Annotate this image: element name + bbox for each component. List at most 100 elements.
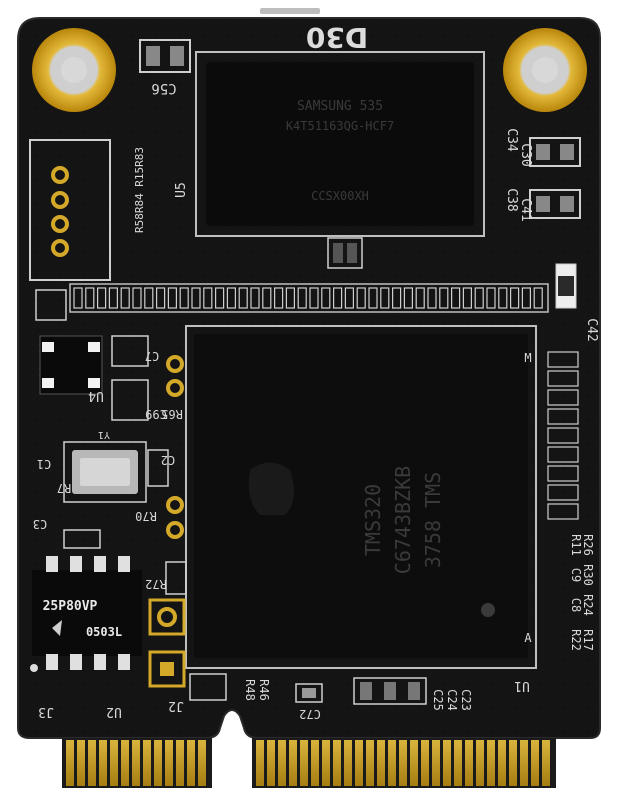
- dram-mark-1: SAMSUNG 535: [297, 99, 383, 114]
- gold-finger: [198, 740, 206, 786]
- resistor-array-outline: [69, 283, 549, 313]
- label-c8: C8: [569, 598, 583, 612]
- label-c25: C25: [431, 689, 445, 711]
- label-c42: C42: [584, 318, 599, 341]
- dram-mark-3: CCSX00XH: [311, 189, 369, 203]
- label-c30: C30: [518, 143, 533, 166]
- label-r22: R22: [569, 629, 583, 651]
- resistor-pad: [380, 287, 390, 309]
- label-c23: C23: [459, 689, 473, 711]
- resistor-pad: [498, 287, 508, 309]
- gold-finger: [88, 740, 96, 786]
- label-r24: R24: [581, 594, 595, 616]
- resistor-pad: [132, 287, 142, 309]
- resistor-pad: [356, 287, 366, 309]
- label-c7: C7: [145, 349, 159, 363]
- gold-finger: [333, 740, 341, 786]
- resistor-pad: [510, 287, 520, 309]
- resistor-pad: [547, 351, 579, 368]
- resistor-pad: [144, 287, 154, 309]
- gold-finger: [498, 740, 506, 786]
- flash-mark-2: 0503L: [86, 625, 122, 639]
- gold-finger: [443, 740, 451, 786]
- resistor-pad: [547, 427, 579, 444]
- resistor-pad: [547, 446, 579, 463]
- resistor-pad: [547, 484, 579, 501]
- resistor-pad: [486, 287, 496, 309]
- label-r26: R26: [581, 534, 595, 556]
- resistor-pad: [462, 287, 472, 309]
- cap-c42: [555, 263, 577, 309]
- gold-finger: [110, 740, 118, 786]
- mounting-hole-right: [503, 28, 587, 112]
- gold-finger: [256, 740, 264, 786]
- label-c99: C99: [145, 407, 167, 421]
- programming-header: [29, 139, 111, 281]
- controller-mark-3: 3758 TMS: [421, 472, 445, 568]
- label-r17: R17: [581, 629, 595, 651]
- label-r70: R70: [135, 509, 157, 523]
- resistor-pad: [120, 287, 130, 309]
- resistor-pad: [179, 287, 189, 309]
- label-c1: C1: [37, 457, 51, 471]
- resistor-pad: [73, 287, 83, 309]
- label-r65: R65: [161, 407, 183, 421]
- label-r11: R11: [569, 534, 583, 556]
- label-corner-m: M: [524, 351, 531, 365]
- label-r-group: R58R84 R15R83: [133, 147, 146, 233]
- regulator-u4: [35, 289, 103, 395]
- resistor-pad: [427, 287, 437, 309]
- resistor-pad: [309, 287, 319, 309]
- gold-finger: [143, 740, 151, 786]
- label-u2: U2: [106, 704, 122, 719]
- resistor-pad: [262, 287, 272, 309]
- resistor-pad: [96, 287, 107, 309]
- gold-finger: [355, 740, 363, 786]
- gold-finger: [322, 740, 330, 786]
- gold-finger: [366, 740, 374, 786]
- resistor-pad: [203, 287, 213, 309]
- resistor-pad: [333, 287, 343, 309]
- label-r46: R46: [257, 679, 271, 701]
- controller-mark-2: C6743BZKB: [391, 466, 415, 574]
- caps-right-upper: [529, 137, 581, 219]
- gold-finger: [300, 740, 308, 786]
- label-c38: C38: [504, 188, 519, 211]
- label-c3: C3: [33, 517, 47, 531]
- resistor-pad: [215, 287, 225, 309]
- gold-finger: [289, 740, 297, 786]
- gold-finger: [377, 740, 385, 786]
- gold-finger: [132, 740, 140, 786]
- label-u5: U5: [174, 182, 189, 198]
- label-c41: C41: [518, 198, 533, 221]
- resistor-pad: [167, 287, 177, 309]
- label-j2: J2: [168, 698, 184, 713]
- resistor-pad: [547, 370, 579, 387]
- dsp-controller-chip: TMS320 C6743BZKB 3758 TMS: [185, 325, 537, 669]
- flash-mark-1: 25P80VP: [43, 599, 98, 614]
- resistor-pad: [274, 287, 284, 309]
- gold-finger: [66, 740, 74, 786]
- dram-mark-2: K4T51163QG-HCF7: [286, 119, 394, 133]
- resistor-pad: [297, 287, 307, 309]
- resistor-pad: [521, 287, 532, 309]
- label-u1: U1: [514, 678, 530, 693]
- resistor-pad: [156, 287, 166, 309]
- resistor-pad: [392, 287, 402, 309]
- label-c24: C24: [445, 689, 459, 711]
- resistor-array: [69, 283, 549, 313]
- gold-finger: [432, 740, 440, 786]
- gold-finger: [99, 740, 107, 786]
- gold-finger: [344, 740, 352, 786]
- gold-finger: [465, 740, 473, 786]
- gold-finger: [421, 740, 429, 786]
- mounting-hole-left: [32, 28, 116, 112]
- label-corner-a: A: [524, 631, 532, 645]
- resistor-pad: [344, 287, 354, 309]
- resistor-pad: [533, 287, 543, 309]
- label-r7: R7: [57, 481, 71, 495]
- gold-finger: [388, 740, 396, 786]
- gold-finger: [311, 740, 319, 786]
- gold-finger: [476, 740, 484, 786]
- label-c56: C56: [151, 80, 176, 96]
